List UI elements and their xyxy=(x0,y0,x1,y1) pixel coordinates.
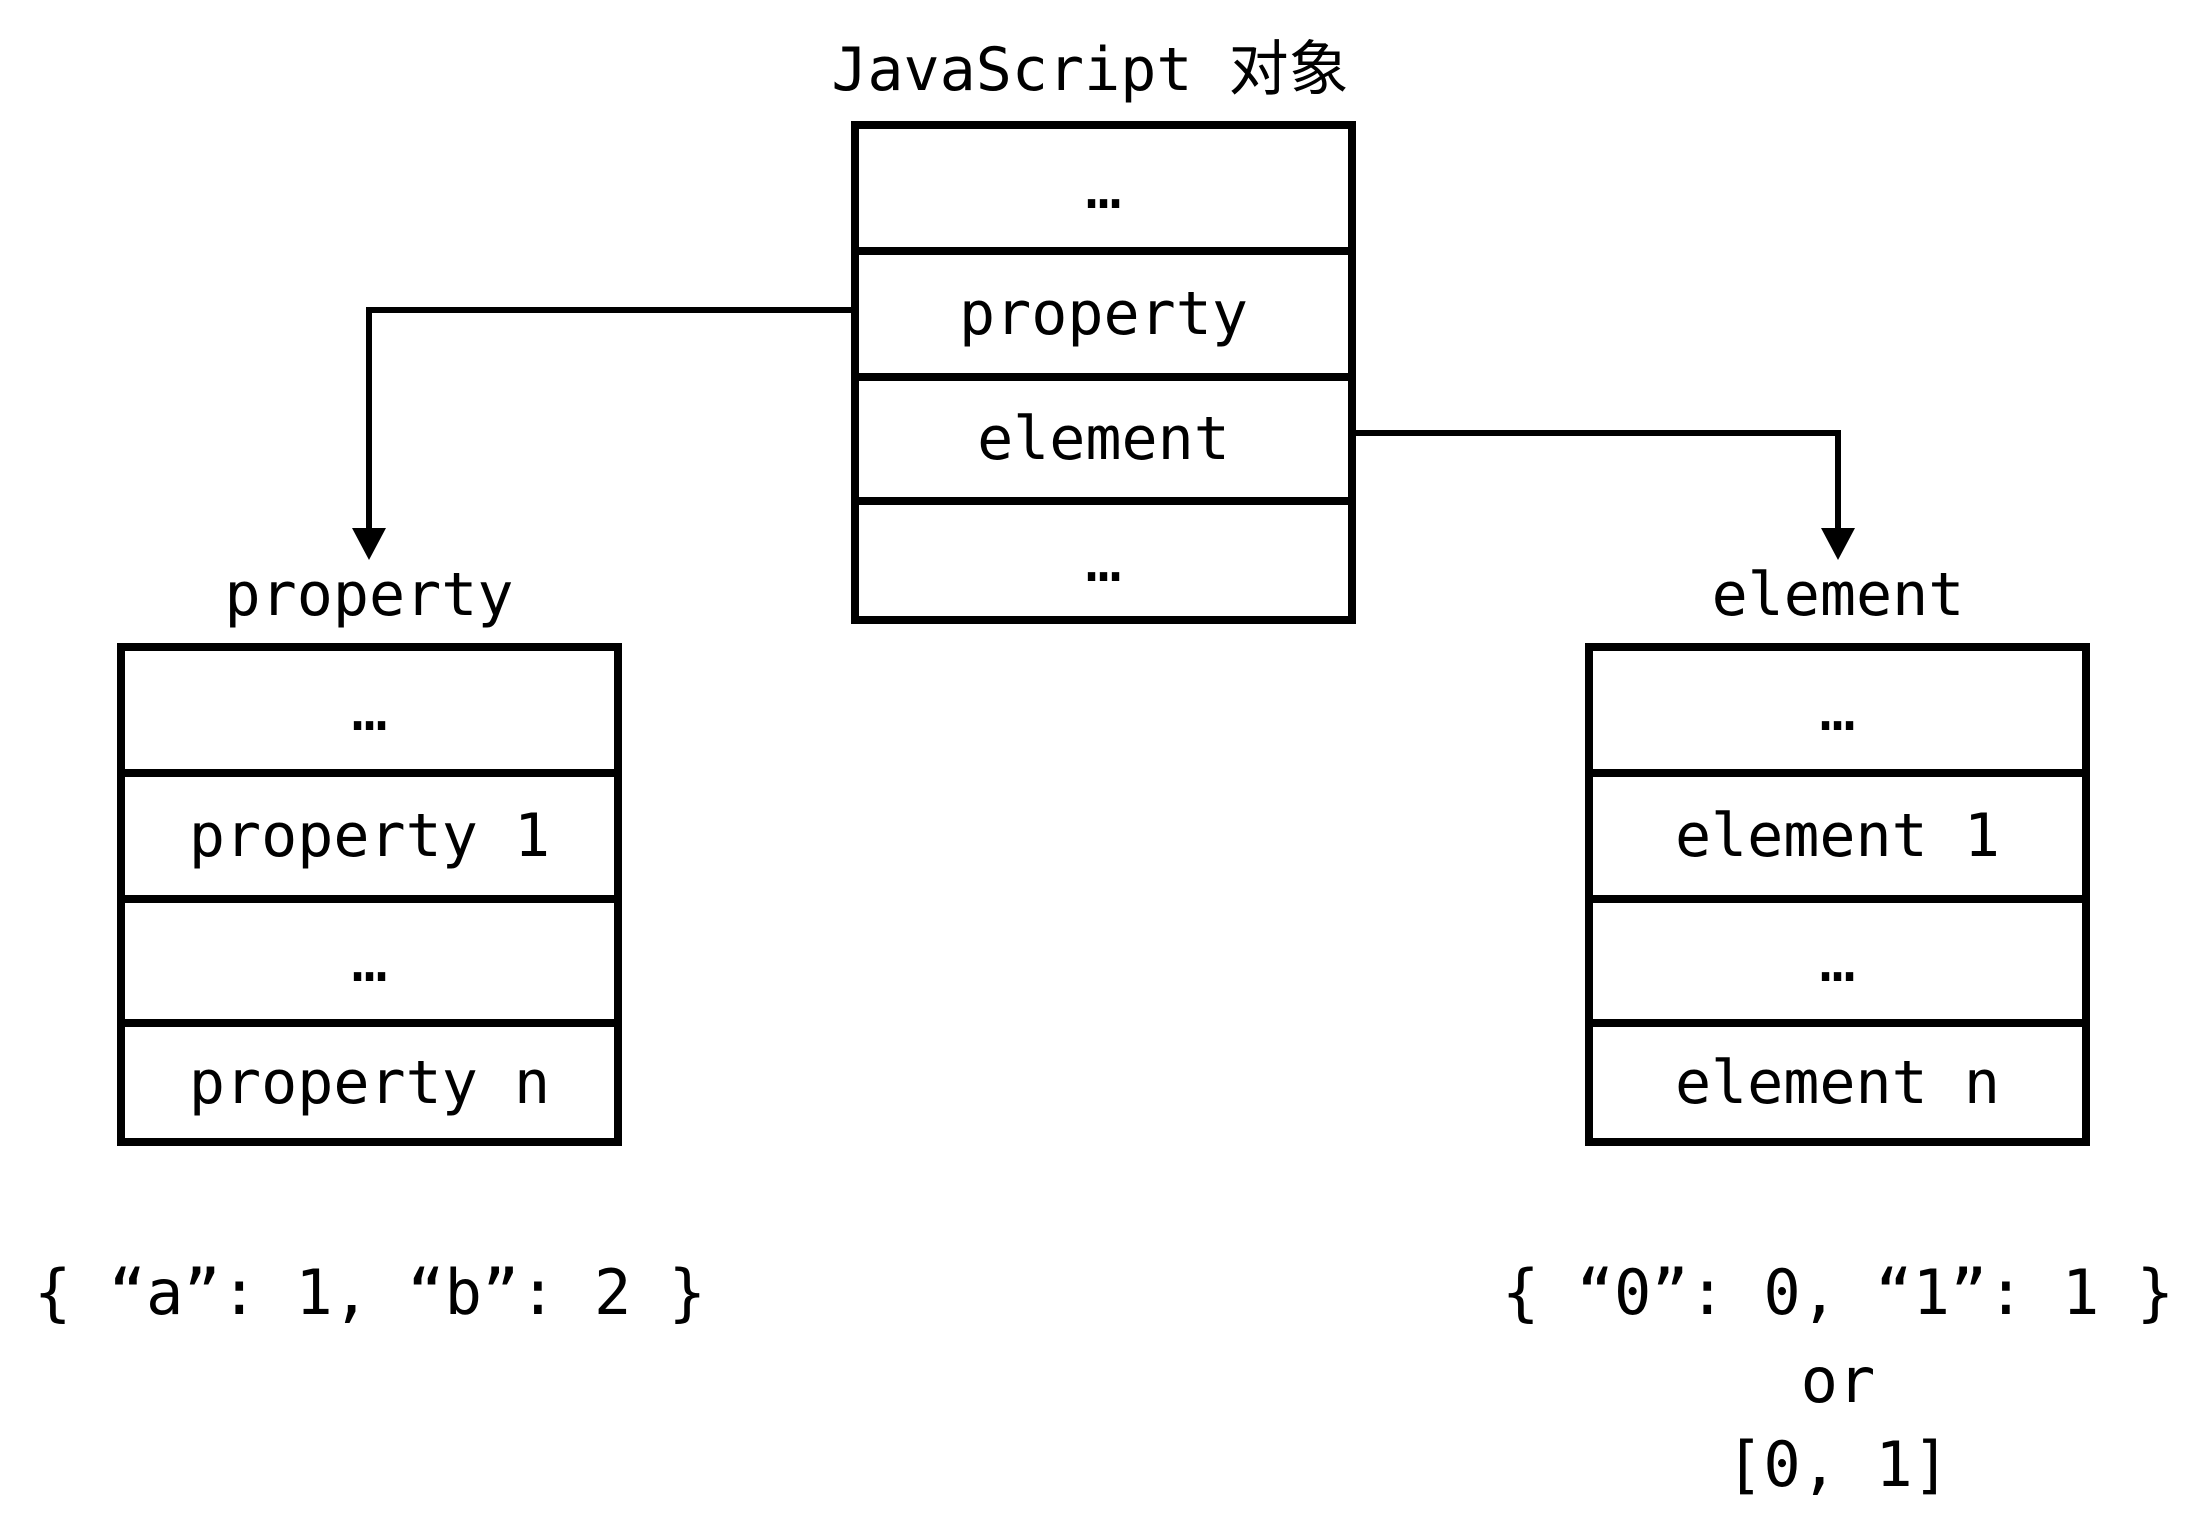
property-store-box: … property 1 … property n xyxy=(117,643,622,1146)
property-store-title: property xyxy=(224,560,514,630)
element-store-cell: … xyxy=(1819,926,1856,996)
main-object-divider xyxy=(859,247,1348,255)
main-object-cell-ellipsis-bottom: … xyxy=(1085,525,1122,596)
element-store-example-array: [0, 1] xyxy=(1726,1428,1950,1501)
main-object-cell-ellipsis-top: … xyxy=(1085,153,1122,223)
property-store-cell: … xyxy=(351,926,388,996)
property-connector-line xyxy=(366,307,855,530)
element-store-cell: element n xyxy=(1674,1047,2001,1118)
main-object-divider xyxy=(859,373,1348,381)
property-arrow-head xyxy=(352,528,386,560)
element-store-cell: element 1 xyxy=(1674,801,2001,871)
element-store-divider xyxy=(1593,769,2082,777)
property-store-cell: property n xyxy=(188,1047,551,1118)
element-store-example-or: or xyxy=(1800,1344,1876,1417)
element-store-example-object: { “0”: 0, “1”: 1 } xyxy=(1502,1256,2174,1329)
main-object-cell-property: property xyxy=(959,279,1248,349)
main-object-title: JavaScript 对象 xyxy=(831,35,1349,105)
element-connector-line xyxy=(1350,430,1841,530)
property-store-cell: … xyxy=(351,675,388,745)
property-store-divider xyxy=(125,1019,614,1027)
main-object-box: … property element … xyxy=(851,121,1356,624)
main-object-cell-element: element xyxy=(977,404,1230,474)
main-object-divider xyxy=(859,497,1348,505)
property-store-divider xyxy=(125,769,614,777)
property-store-cell: property 1 xyxy=(188,801,551,871)
element-store-title: element xyxy=(1711,560,1965,630)
element-store-cell: … xyxy=(1819,675,1856,745)
element-arrow-head xyxy=(1821,528,1855,560)
element-store-divider xyxy=(1593,1019,2082,1027)
property-store-example: { “a”: 1, “b”: 2 } xyxy=(34,1256,706,1329)
element-store-box: … element 1 … element n xyxy=(1585,643,2090,1146)
property-store-divider xyxy=(125,895,614,903)
element-store-divider xyxy=(1593,895,2082,903)
